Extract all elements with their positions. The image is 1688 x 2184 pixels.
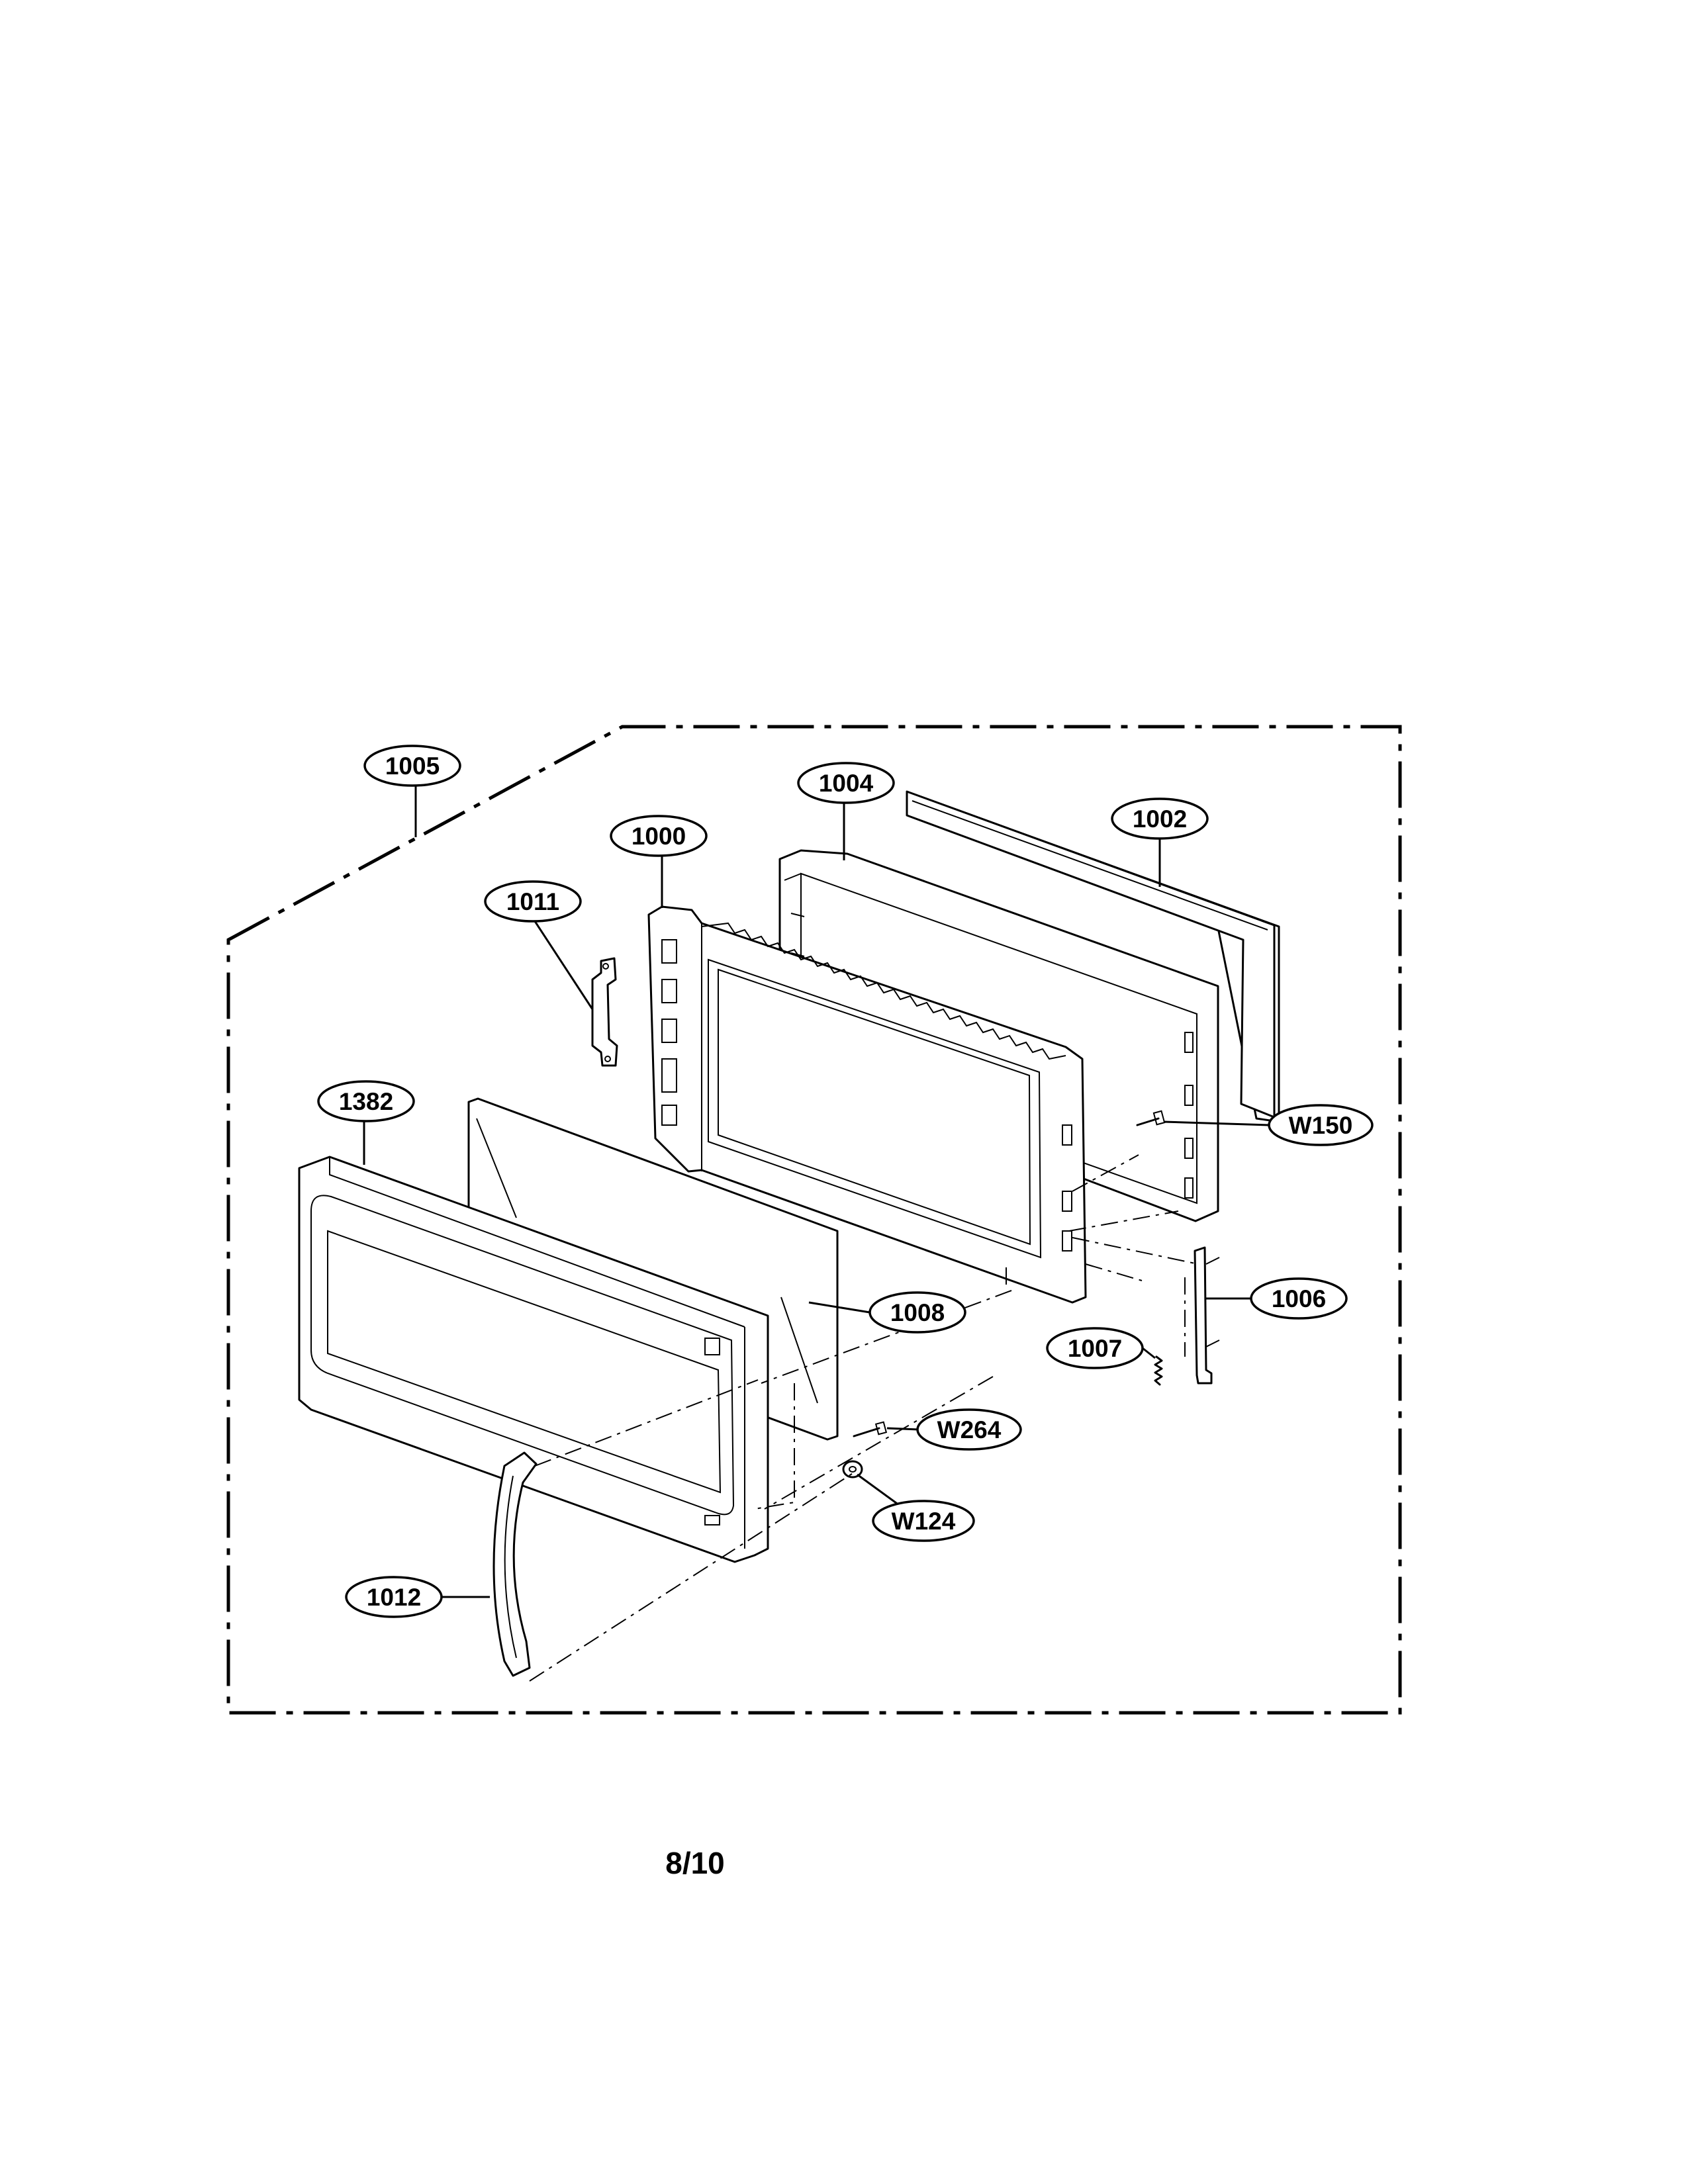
- callout-W124: W124: [872, 1500, 975, 1542]
- part-1002-panel: [906, 790, 1280, 1123]
- part-w264-screw: [853, 1421, 888, 1437]
- callout-1007: 1007: [1046, 1327, 1144, 1369]
- callout-W264-label: W264: [937, 1416, 1002, 1443]
- callout-1007-label: 1007: [1068, 1335, 1122, 1362]
- callout-W264: W264: [916, 1408, 1022, 1451]
- callout-1382: 1382: [317, 1080, 415, 1122]
- callout-1008-label: 1008: [890, 1299, 945, 1326]
- part-1000-door-frame: [647, 905, 1087, 1304]
- part-1382-door-outer-frame: [298, 1156, 769, 1563]
- callout-1006-label: 1006: [1272, 1285, 1326, 1312]
- page-number: 8/10: [665, 1846, 725, 1880]
- part-1006-hinge-lever: [1194, 1246, 1220, 1385]
- callout-1012: 1012: [345, 1576, 443, 1618]
- callout-1382-label: 1382: [339, 1088, 393, 1115]
- callout-W150-label: W150: [1289, 1112, 1353, 1139]
- callout-1000-label: 1000: [632, 823, 686, 850]
- callout-1002: 1002: [1111, 797, 1209, 840]
- part-1007-spring: [1154, 1355, 1163, 1386]
- part-w150-screw: [1136, 1110, 1166, 1126]
- callout-1011: 1011: [484, 880, 582, 923]
- callout-W150: W150: [1268, 1104, 1374, 1146]
- callout-1005-label: 1005: [385, 752, 440, 780]
- callout-1004-label: 1004: [819, 770, 874, 797]
- callout-1006: 1006: [1250, 1277, 1348, 1320]
- callout-1008: 1008: [868, 1291, 966, 1334]
- part-w124-washer: [842, 1460, 863, 1479]
- part-1012-handle: [492, 1451, 538, 1677]
- callout-1005: 1005: [363, 745, 461, 787]
- assembly-guide-lines: [529, 1154, 1199, 1682]
- callout-1004: 1004: [797, 762, 895, 804]
- callout-1000: 1000: [610, 815, 708, 857]
- callout-1002-label: 1002: [1133, 805, 1187, 833]
- callout-1011-label: 1011: [506, 888, 559, 915]
- part-1011-latch-bracket: [591, 957, 618, 1067]
- assembly-boundary: [226, 725, 1402, 1715]
- callout-W124-label: W124: [892, 1508, 956, 1535]
- callout-1012-label: 1012: [367, 1584, 421, 1611]
